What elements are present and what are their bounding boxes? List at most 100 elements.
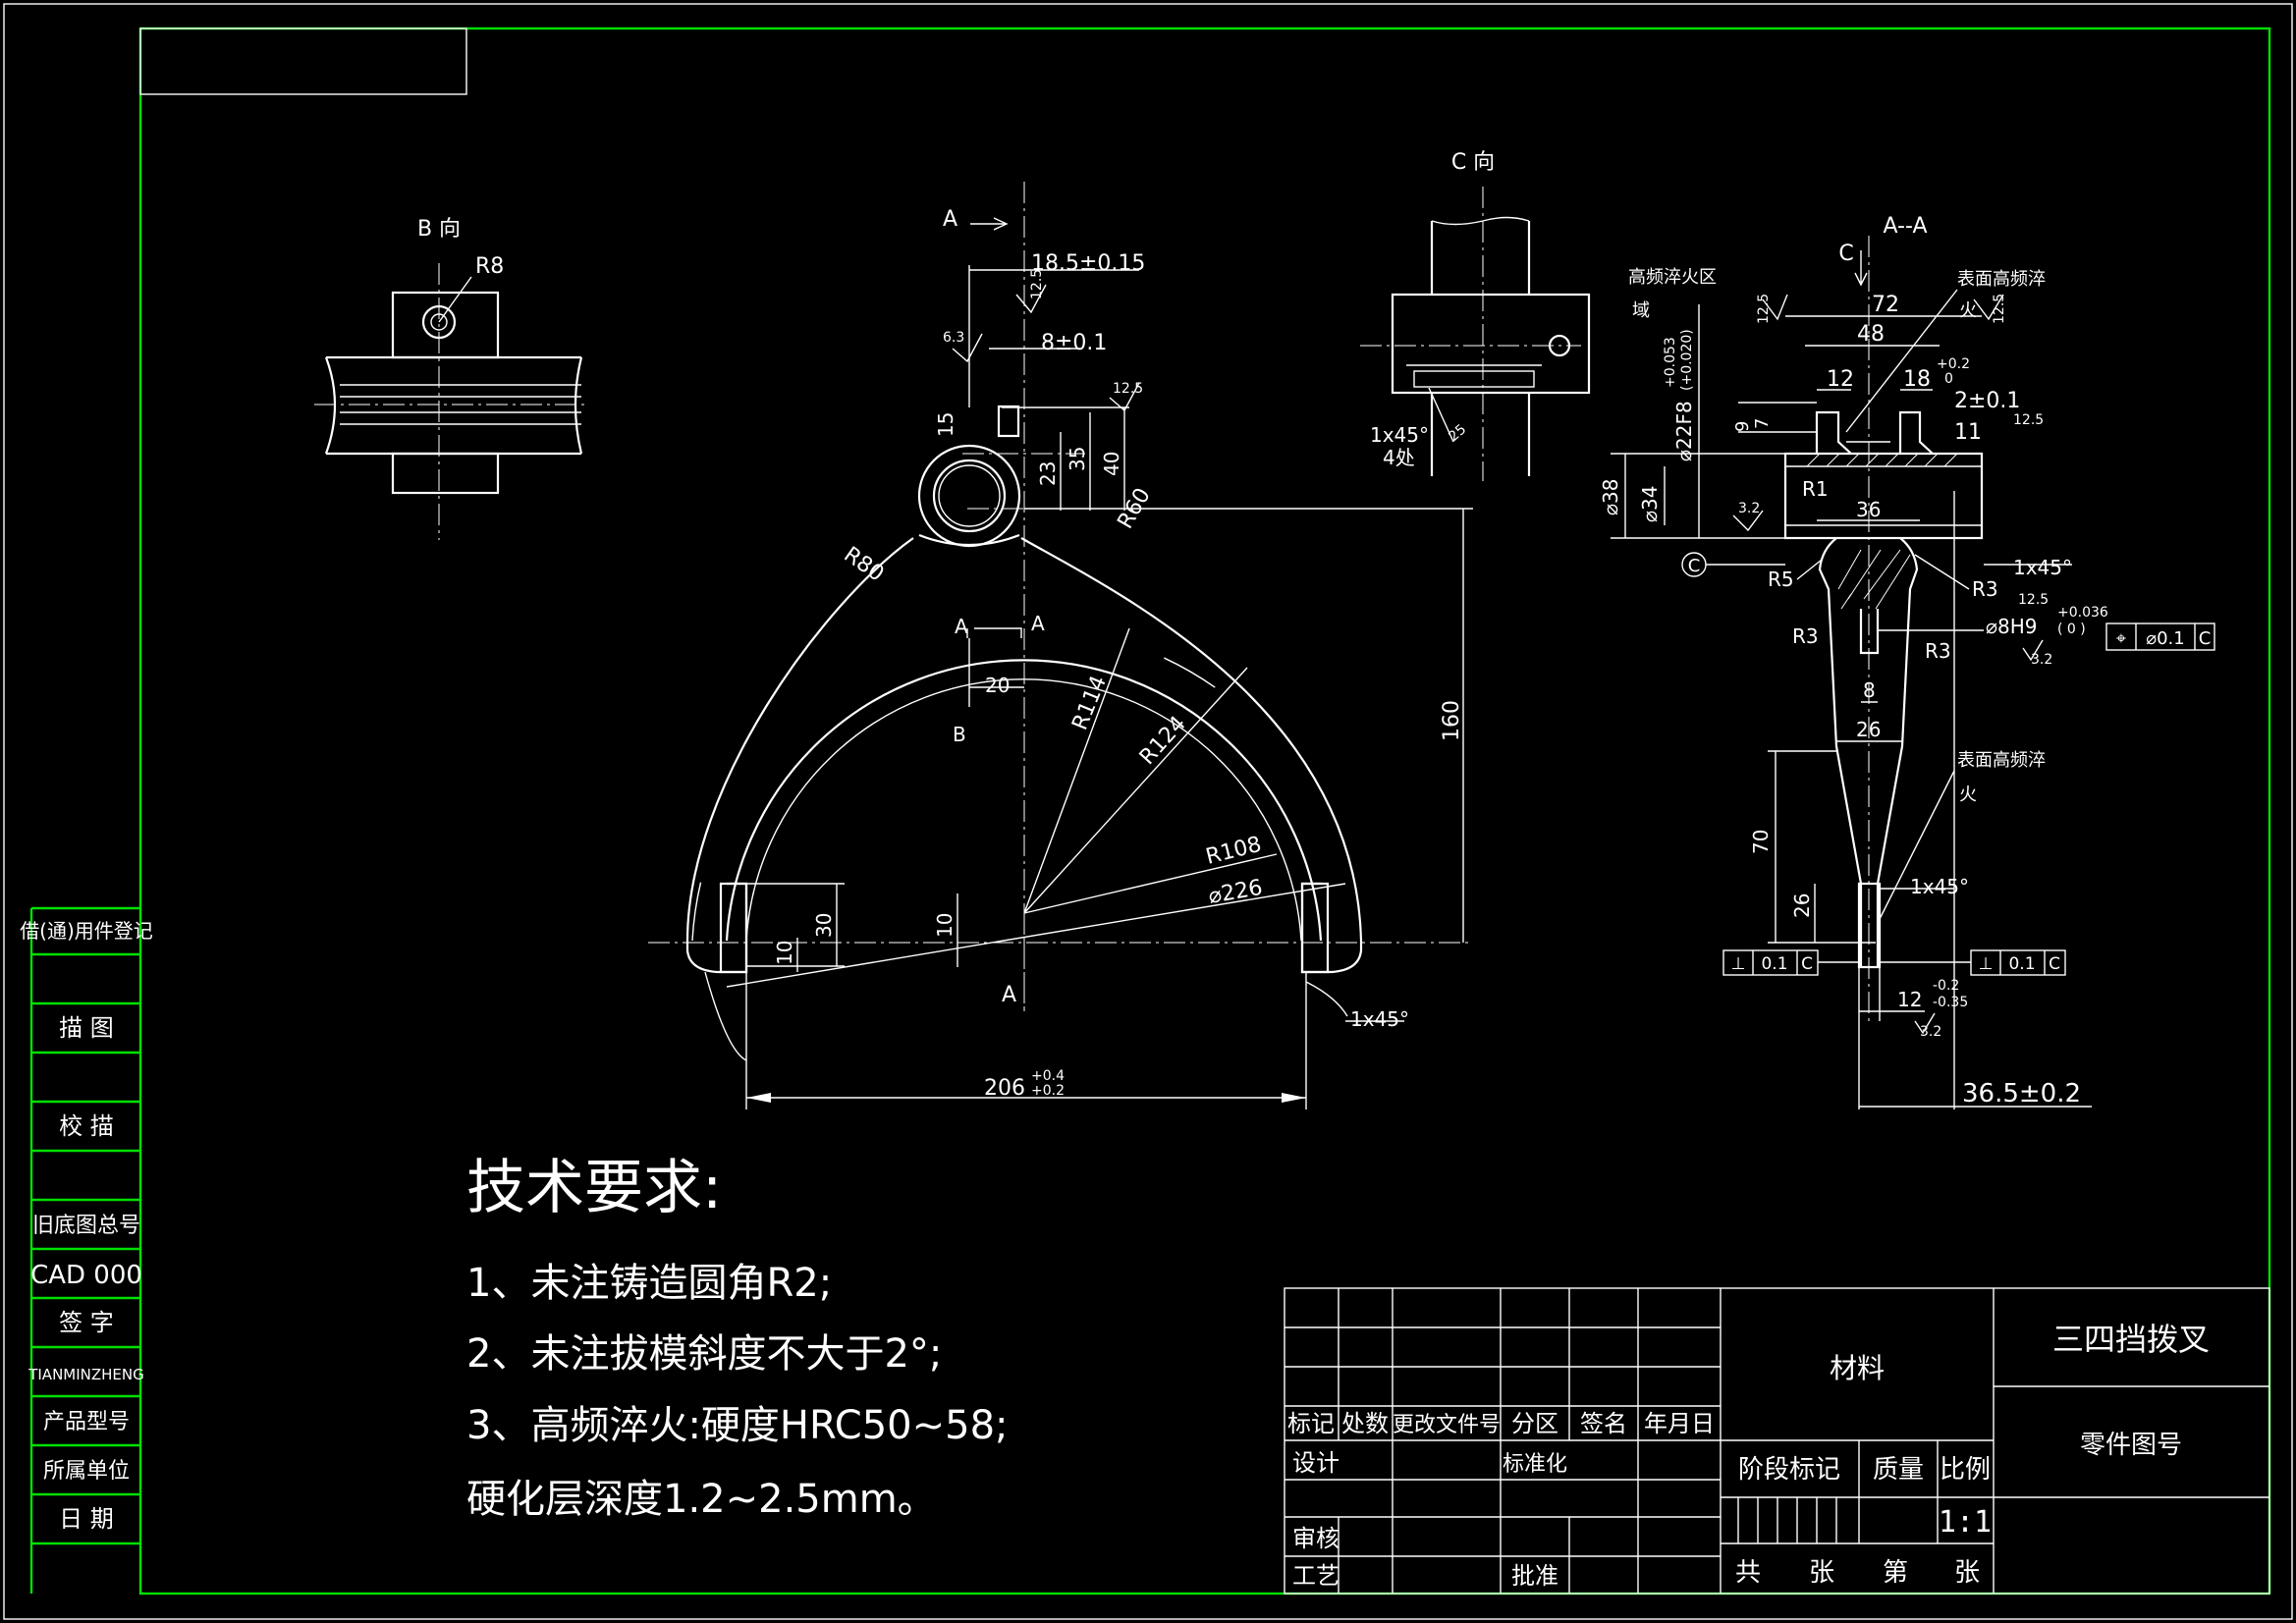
dim-23: 23 xyxy=(1036,461,1060,486)
dim-36: 36 xyxy=(1856,498,1881,521)
tb-review: 审核 xyxy=(1292,1525,1339,1552)
a-bottom-label: A xyxy=(1002,983,1016,1007)
surface-hf-note-1b: 火 xyxy=(1959,300,1977,321)
dim-36-5: 36.5±0.2 xyxy=(1962,1079,2081,1109)
dim-12a: 12 xyxy=(1827,367,1854,392)
dim-206-tol-dn: +0.2 xyxy=(1031,1083,1065,1099)
tb-stage: 阶段标记 xyxy=(1738,1455,1840,1485)
phi34-dim: ⌀34 xyxy=(1638,486,1662,523)
outer-border xyxy=(3,3,2293,1620)
phi22-tol-up: +0.053 xyxy=(1663,337,1678,388)
view-c: C 向 1x45° 4处 25 xyxy=(1360,150,1591,481)
perp-left-symbol: ⊥ xyxy=(1731,954,1746,974)
tech-req-line-3: 3、高频淬火:硬度HRC50~58; xyxy=(466,1403,1009,1448)
tb-scale: 1:1 xyxy=(1939,1505,1992,1540)
chamfer-c: 1x45° xyxy=(1370,423,1429,447)
dim-206: 206 xyxy=(984,1076,1025,1101)
c-view-label: C 向 xyxy=(1451,150,1495,175)
position-tolerance-frame xyxy=(2105,622,2215,651)
tech-req-line-1: 1、未注铸造圆角R2; xyxy=(466,1261,832,1306)
aa-label: A--A xyxy=(1883,214,1927,239)
r1-dim: R1 xyxy=(1802,477,1829,501)
dim-18-tol-dn: 0 xyxy=(1944,371,1953,387)
tb-sheets2: 张 xyxy=(1954,1558,1980,1588)
rough-125-1: 12.5 xyxy=(1029,269,1045,299)
tb-header-changedoc: 更改文件号 xyxy=(1393,1413,1501,1437)
r114-dim: R114 xyxy=(1067,673,1112,733)
b-view-label: B 向 xyxy=(417,217,461,242)
surface-hf-note-2: 表面高频淬 xyxy=(1957,750,2046,771)
strip-cad: CAD 000 xyxy=(30,1261,142,1290)
dim-20: 20 xyxy=(985,674,1010,697)
tb-drawing-no: 零件图号 xyxy=(2080,1431,2182,1460)
strip-old-no: 旧底图总号 xyxy=(32,1214,140,1238)
view-b: B 向 R8 xyxy=(314,217,587,540)
dim-40: 40 xyxy=(1100,452,1123,476)
phi8-tol-up: +0.036 xyxy=(2057,605,2108,621)
dim-160: 160 xyxy=(1440,700,1464,741)
tech-req-title: 技术要求: xyxy=(466,1154,722,1222)
strip-trace: 描 图 xyxy=(59,1014,114,1042)
pos-value: ⌀0.1 xyxy=(2146,628,2184,649)
stem-hatch xyxy=(1837,549,1911,610)
dim-2: 2±0.1 xyxy=(1954,389,2020,413)
strip-product: 产品型号 xyxy=(43,1410,130,1434)
pos-symbol: ⌖ xyxy=(2116,628,2126,649)
tb-sheet-no: 第 xyxy=(1883,1558,1908,1588)
a-top-label: A xyxy=(943,207,957,232)
dim-26b: 26 xyxy=(1790,893,1814,918)
rough-125-5: 12.5 xyxy=(2013,412,2044,428)
hub-hatch xyxy=(1806,453,1958,467)
dim-18-5: 18.5±0.15 xyxy=(1031,251,1145,276)
dim-8: 8±0.1 xyxy=(1041,331,1107,355)
strip-check: 校 描 xyxy=(59,1112,114,1140)
rough-63: 6.3 xyxy=(943,330,964,346)
surface-hf-note-2b: 火 xyxy=(1959,784,1977,805)
chamfer-b: 1x45° xyxy=(2013,556,2072,579)
c-arrow-label: C xyxy=(1838,242,1853,266)
dim-206-tol-up: +0.4 xyxy=(1031,1068,1065,1084)
dim-12b: 12 xyxy=(1897,988,1922,1011)
chamfer-a: 1x45° xyxy=(1350,1007,1409,1031)
rough-125-2: 12.5 xyxy=(1113,381,1143,397)
dim-26a: 26 xyxy=(1856,718,1881,741)
pos-datum: C xyxy=(2199,628,2212,649)
dim-9: 9 xyxy=(1732,421,1753,432)
tb-total: 共 xyxy=(1735,1558,1761,1588)
r3c-dim: R3 xyxy=(1925,639,1951,663)
perp-right-datum: C xyxy=(2049,954,2060,974)
tb-design: 设计 xyxy=(1292,1449,1339,1477)
left-strip: 借(通)用件登记 描 图 校 描 旧底图总号 CAD 000 签 字 TIANM… xyxy=(20,906,153,1594)
phi8-dim: ⌀8H9 xyxy=(1986,615,2038,638)
dim-30: 30 xyxy=(812,913,836,938)
tech-requirements: 技术要求: 1、未注铸造圆角R2; 2、未注拔模斜度不大于2°; 3、高频淬火:… xyxy=(466,1154,1009,1522)
rough-32-1: 3.2 xyxy=(1738,501,1760,516)
phi38-dim: ⌀38 xyxy=(1599,479,1622,516)
rough-125-4: 12.5 xyxy=(1992,294,2007,324)
tb-header-count: 处数 xyxy=(1341,1410,1389,1437)
rough-125-6: 12.5 xyxy=(2018,592,2049,608)
phi22-tol-dn: (+0.020) xyxy=(1679,329,1695,391)
dim-8b: 8 xyxy=(1863,678,1876,702)
dim-10b: 10 xyxy=(773,941,796,965)
r5-dim: R5 xyxy=(1768,568,1794,591)
inner-frame xyxy=(138,27,2271,1596)
r3a-dim: R3 xyxy=(1792,624,1819,648)
tech-req-line-4: 硬化层深度1.2~2.5mm。 xyxy=(466,1477,937,1522)
perp-left-datum: C xyxy=(1801,954,1813,974)
perp-right-symbol: ⊥ xyxy=(1979,954,1994,974)
dim-70: 70 xyxy=(1749,830,1773,854)
strip-reuse: 借(通)用件登记 xyxy=(20,919,153,943)
surface-hf-note-1: 表面高频淬 xyxy=(1957,269,2046,290)
title-block: 标记 处数 更改文件号 分区 签名 年月日 设计 标准化 审核 工艺 批准 材料… xyxy=(1284,1287,2270,1595)
tech-req-line-2: 2、未注拔模斜度不大于2°; xyxy=(466,1331,942,1377)
c-circle: C xyxy=(1688,556,1701,576)
hf-zone-note2: 域 xyxy=(1632,300,1650,321)
top-left-box xyxy=(139,27,467,95)
a-mid-right: A xyxy=(1031,612,1045,635)
phi22-dim: ⌀22F8 xyxy=(1672,401,1696,461)
tb-process: 工艺 xyxy=(1292,1562,1339,1590)
front-view: A A A A B 18.5±0.15 8±0.1 15 23 35 40 12… xyxy=(648,182,1473,1109)
section-aa: A--A C xyxy=(1599,214,2215,1109)
